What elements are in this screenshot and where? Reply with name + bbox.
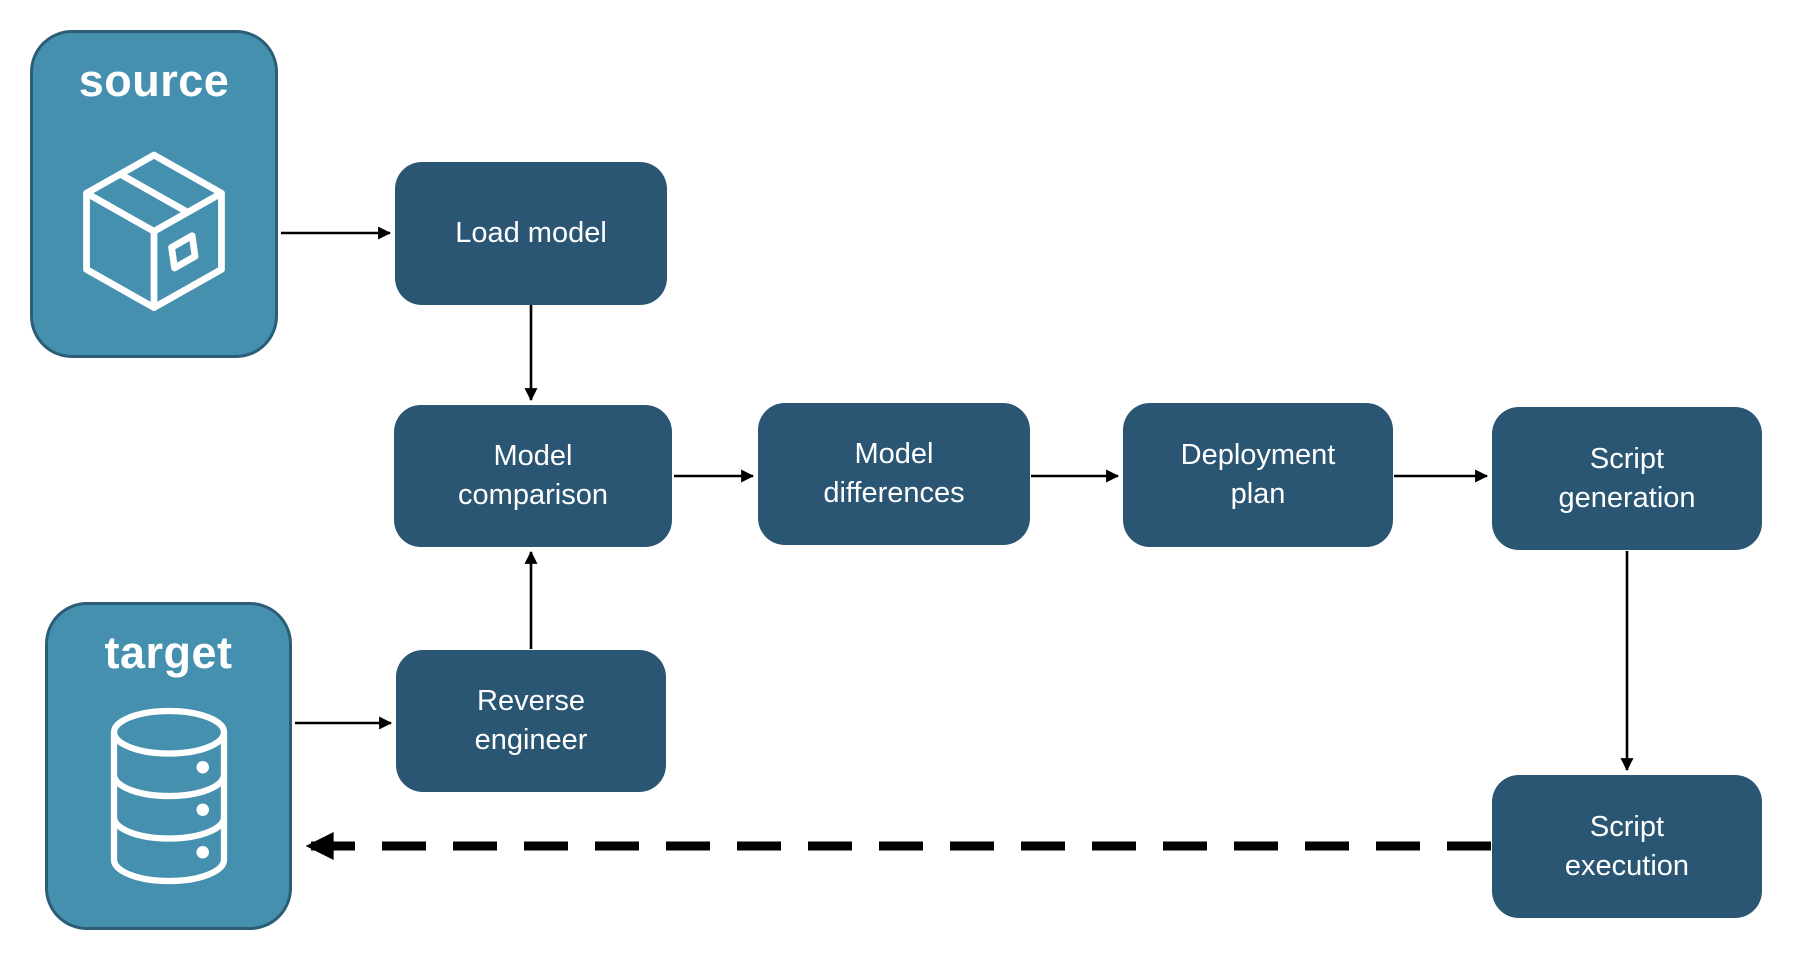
process-script-execution-label: Script execution — [1564, 810, 1690, 882]
process-script-generation: Script generation — [1492, 407, 1762, 550]
process-deployment-plan: Deployment plan — [1123, 403, 1393, 547]
process-model-comparison: Model comparison — [394, 405, 672, 547]
process-load-model-label: Load model — [455, 217, 607, 249]
process-script-generation-label: Script generation — [1558, 442, 1696, 514]
process-script-execution: Script execution — [1492, 775, 1762, 918]
process-model-differences-label: Model differences — [823, 438, 965, 509]
process-model-comparison-label: Model comparison — [458, 440, 608, 511]
entity-source-label: source — [78, 55, 230, 106]
process-model-differences: Model differences — [758, 403, 1030, 545]
entity-source: source — [30, 30, 278, 358]
entity-target: target — [45, 602, 292, 930]
process-deployment-plan-label: Deployment plan — [1180, 439, 1336, 510]
database-icon — [94, 679, 244, 927]
process-reverse-engineer-label: Reverse engineer — [474, 685, 588, 756]
package-icon — [66, 107, 242, 355]
entity-target-label: target — [104, 627, 233, 678]
process-load-model: Load model — [395, 162, 667, 305]
process-reverse-engineer: Reverse engineer — [396, 650, 666, 792]
